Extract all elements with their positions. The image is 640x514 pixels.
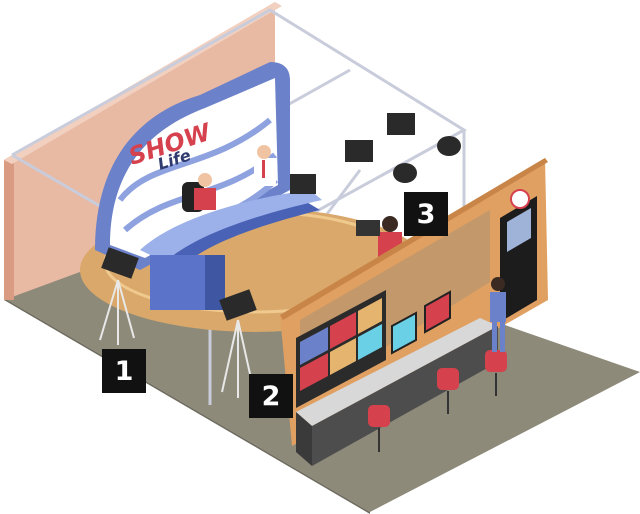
anchor-desk bbox=[150, 198, 320, 270]
wall-clock bbox=[510, 189, 530, 209]
back-wall-side bbox=[4, 154, 14, 300]
desk-pedestal-side bbox=[205, 255, 225, 310]
control-desk-side bbox=[312, 326, 498, 466]
hanging-lights bbox=[290, 113, 461, 194]
operator-chairs bbox=[368, 350, 507, 427]
chair-bases bbox=[378, 373, 497, 452]
tripod-light-left bbox=[99, 247, 139, 345]
callout-badge-2: 2 bbox=[249, 374, 293, 418]
anchor-desk-top bbox=[140, 190, 322, 262]
monitor-wall bbox=[296, 290, 386, 408]
callout-badge-3: 3 bbox=[404, 192, 448, 236]
control-desk-front bbox=[296, 412, 312, 466]
presenter-right bbox=[254, 145, 276, 186]
tripod-light-center bbox=[219, 289, 257, 398]
standing-staff bbox=[490, 277, 506, 352]
desk-monitor-blue bbox=[391, 311, 417, 355]
desk-pedestal bbox=[150, 255, 205, 310]
presenter-left bbox=[182, 173, 216, 212]
callout-badge-1: 1 bbox=[102, 349, 146, 393]
control-desk-top bbox=[296, 318, 498, 426]
desk-monitor-red bbox=[424, 290, 451, 334]
wall-top-edge bbox=[280, 158, 548, 320]
floor-edge bbox=[4, 298, 370, 514]
door-window bbox=[507, 208, 531, 252]
